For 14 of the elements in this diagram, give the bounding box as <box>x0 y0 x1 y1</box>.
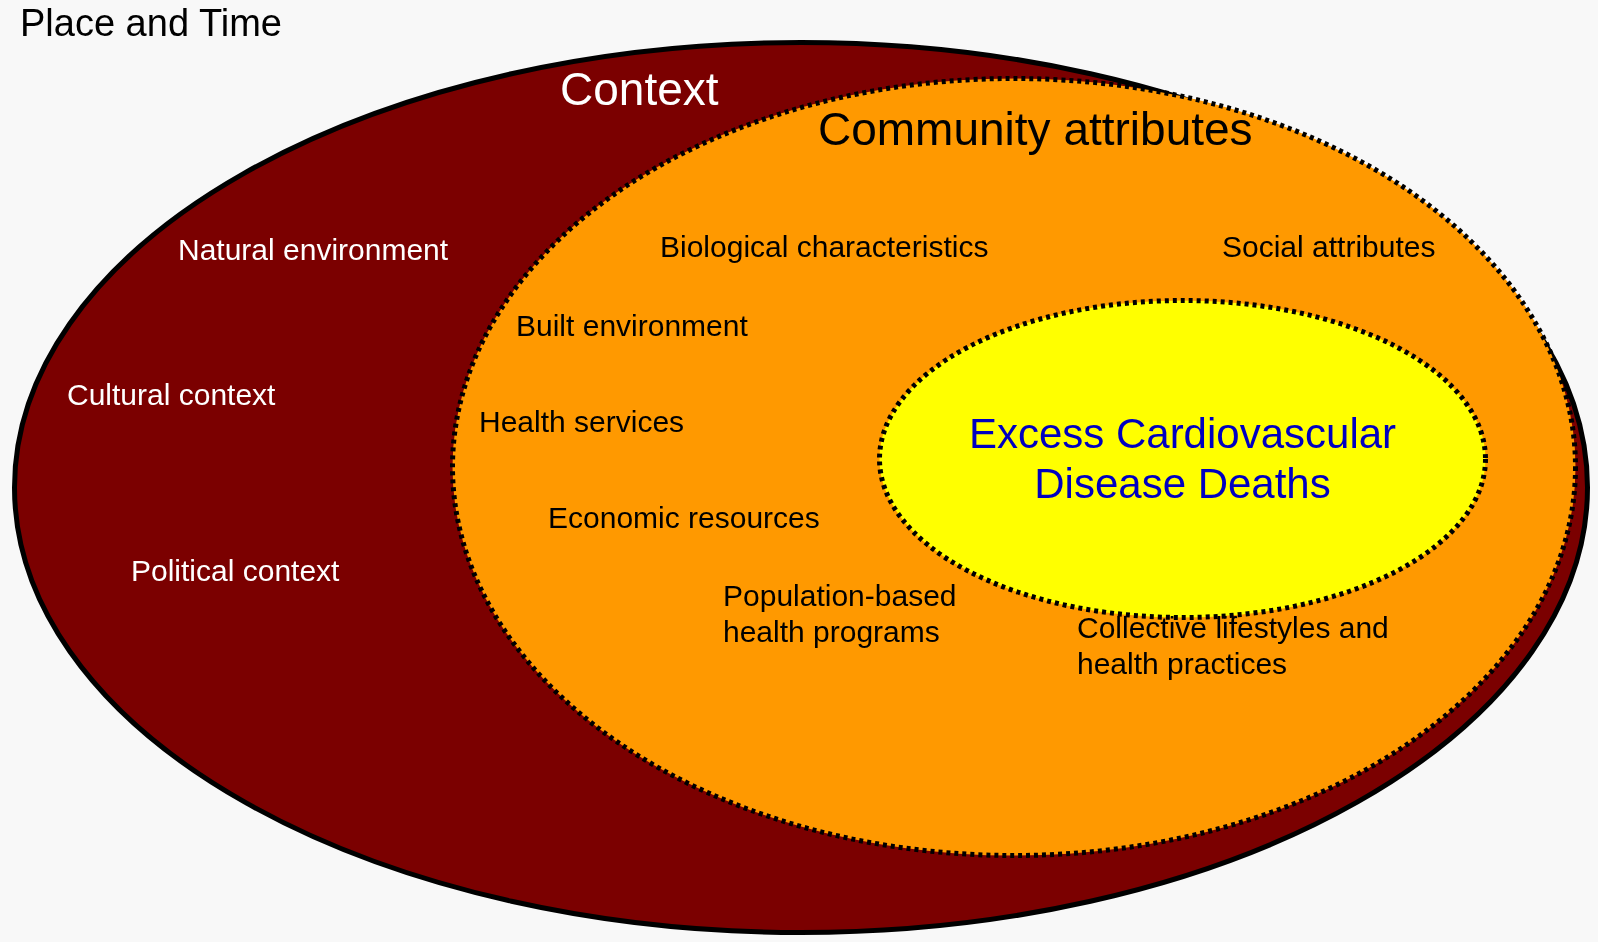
factor-label: Natural environment <box>178 232 449 268</box>
factor-label: Economic resources <box>548 500 820 536</box>
outcome-label: Excess Cardiovascular Disease Deaths <box>967 408 1398 509</box>
diagram-title: Place and Time <box>20 2 282 45</box>
heading: Community attributes <box>818 102 1253 157</box>
factor-label: Built environment <box>516 308 748 344</box>
heading: Context <box>560 62 719 117</box>
factor-label: Political context <box>131 553 340 589</box>
factor-label: Population-based health programs <box>723 578 958 650</box>
factor-label: Social attributes <box>1222 229 1436 265</box>
factor-label: Collective lifestyles and health practices <box>1077 610 1390 682</box>
factor-label: Biological characteristics <box>660 229 989 265</box>
factor-label: Cultural context <box>67 377 276 413</box>
factor-label: Health services <box>479 404 685 440</box>
